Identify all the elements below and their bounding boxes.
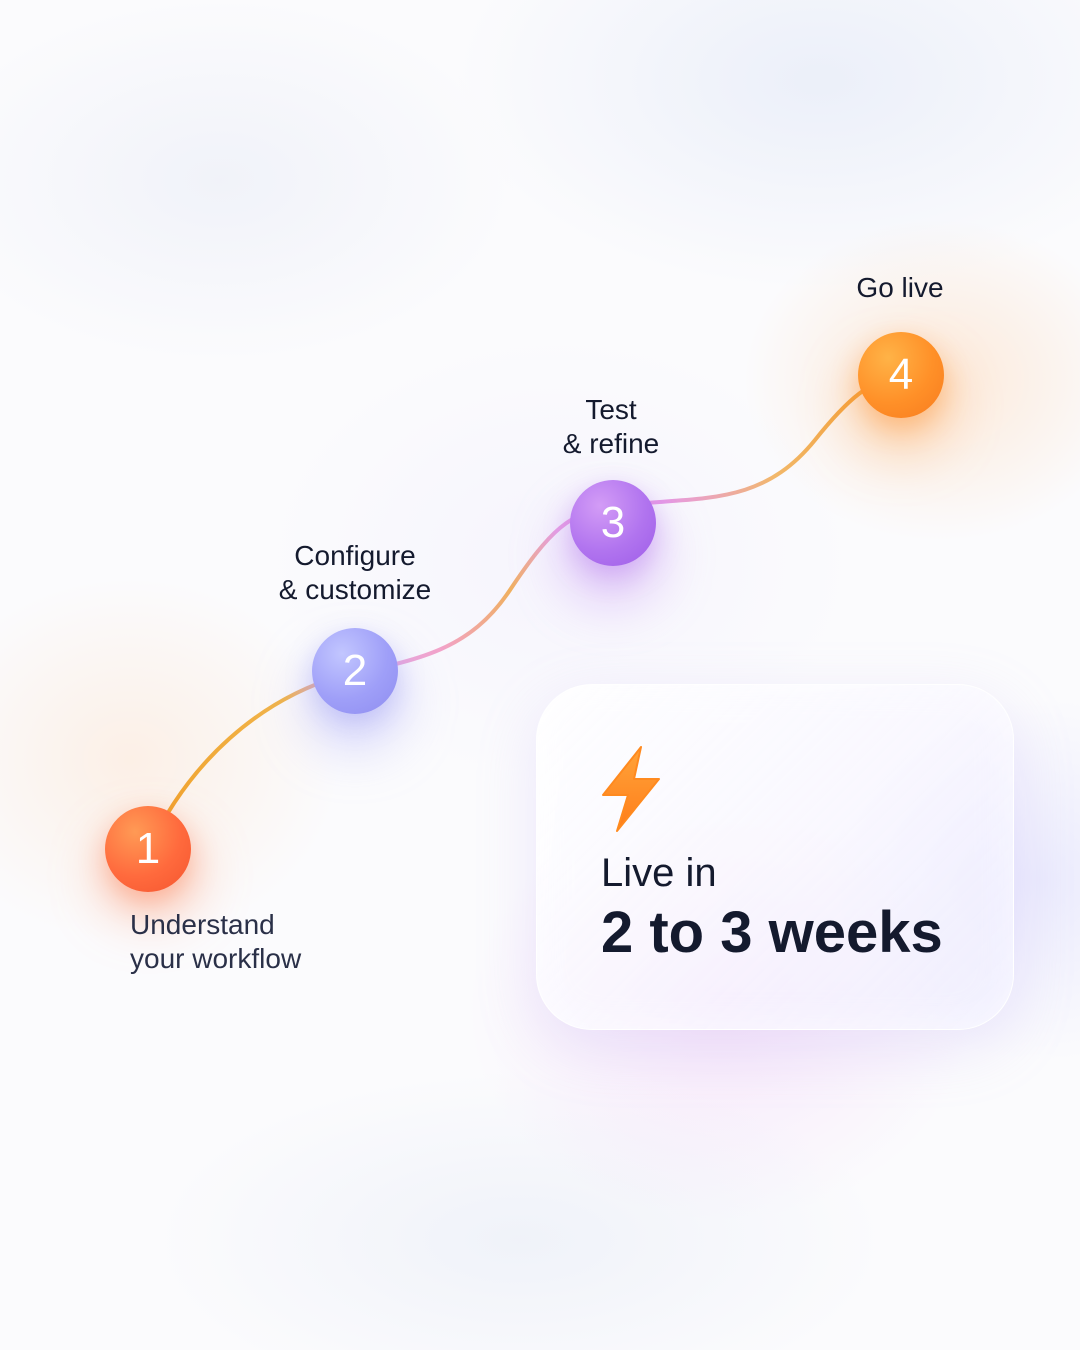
step-4-marker: 4 [858,332,944,418]
step-1-label: Understand your workflow [130,908,301,976]
step-3-number: 3 [600,498,626,547]
step-1-marker: 1 [105,806,191,892]
card-headline: 2 to 3 weeks [601,900,943,965]
step-2-number: 2 [342,646,368,695]
card-subtitle: Live in [601,851,717,895]
timeline-card: Live in 2 to 3 weeks [536,684,1014,1030]
step-1-label-line2: your workflow [130,943,302,974]
lightning-bolt-icon [602,746,660,832]
step-2-marker: 2 [312,628,398,714]
step-3-label: Test & refine [531,393,691,461]
step-4-label-line1: Go live [856,272,944,303]
step-2-label-line1: Configure [294,540,416,571]
connector-line [146,372,902,852]
step-1-number: 1 [135,824,161,873]
step-4-number: 4 [888,350,914,399]
step-2-label: Configure & customize [255,539,455,607]
step-3-marker: 3 [570,480,656,566]
step-4-label: Go live [820,271,980,305]
step-3-label-line2: & refine [562,428,660,459]
step-3-label-line1: Test [585,394,637,425]
step-1-label-line1: Understand [130,909,275,940]
step-2-label-line2: & customize [278,574,432,605]
